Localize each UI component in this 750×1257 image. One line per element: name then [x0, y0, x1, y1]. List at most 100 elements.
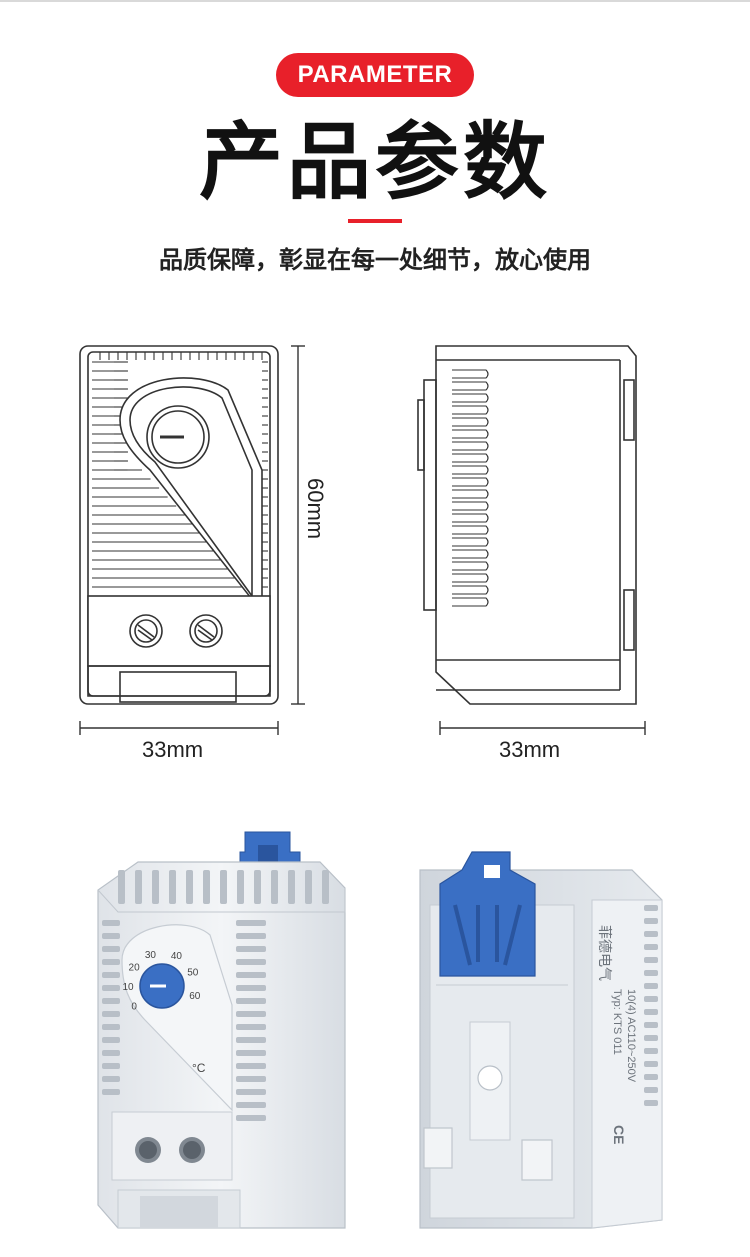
fin-shape	[452, 489, 489, 499]
front-width-dimension-line	[79, 721, 279, 735]
parameter-badge: PARAMETER	[276, 53, 474, 97]
fin-shape	[452, 537, 489, 547]
vent-slot	[644, 957, 658, 963]
vent-slot	[288, 870, 295, 904]
vent-slot	[644, 1100, 658, 1106]
vent-slot	[644, 1074, 658, 1080]
vent-slot	[102, 920, 120, 926]
vent-slot	[102, 1011, 120, 1017]
back-product-photo: 菲德电气 Typ: KTS 011 10(4) AC110~250V CE	[419, 851, 663, 1229]
vent-slot	[254, 870, 261, 904]
fin-shape	[452, 465, 489, 475]
vent-slot	[644, 918, 658, 924]
fin-shape	[452, 585, 489, 595]
front-view-drawing	[79, 345, 279, 705]
title-underline	[348, 219, 402, 223]
page-subtitle: 品质保障，彰显在每一处细节，放心使用	[159, 246, 591, 274]
vent-slot	[236, 1102, 266, 1108]
vent-slot	[102, 959, 120, 965]
vent-slot	[135, 870, 142, 904]
fin-shape	[452, 381, 489, 391]
vent-slot	[236, 1076, 266, 1082]
vent-slot	[305, 870, 312, 904]
vent-slot	[220, 870, 227, 904]
vent-slot	[102, 946, 120, 952]
vent-slot	[102, 1037, 120, 1043]
fin-shape	[452, 417, 489, 427]
height-dimension-line	[291, 345, 305, 705]
rating-print: 10(4) AC110~250V	[625, 989, 637, 1083]
vent-slot	[236, 1037, 266, 1043]
vent-slot	[644, 1087, 658, 1093]
vent-slot	[236, 1115, 266, 1121]
height-label: 60mm	[303, 478, 328, 540]
vent-slot	[236, 985, 266, 991]
fin-shape	[452, 441, 489, 451]
vent-slot	[118, 870, 125, 904]
vent-slot	[644, 905, 658, 911]
vent-slot	[102, 1063, 120, 1069]
vent-slot	[236, 959, 266, 965]
front-width-label: 33mm	[142, 737, 204, 762]
vent-slot	[644, 970, 658, 976]
vent-slot	[237, 870, 244, 904]
vent-slot	[152, 870, 159, 904]
vent-slot	[102, 972, 120, 978]
vent-slot	[102, 1089, 120, 1095]
fin-shape	[452, 597, 489, 607]
vent-slot	[186, 870, 193, 904]
vent-slot	[102, 1050, 120, 1056]
vent-slot	[644, 931, 658, 937]
vent-slot	[236, 1024, 266, 1030]
dial-tick-label: 10	[122, 982, 134, 993]
fin-shape	[452, 393, 489, 403]
dial-tick-label: 0	[131, 1002, 137, 1013]
dial-tick-label: 60	[189, 991, 201, 1002]
dial-tick-label: 20	[129, 963, 141, 974]
vent-slot	[644, 1022, 658, 1028]
vent-slot	[644, 983, 658, 989]
vent-slot	[271, 870, 278, 904]
vent-slot	[236, 998, 266, 1004]
side-view-drawing	[417, 345, 637, 705]
vent-slot	[203, 870, 210, 904]
fin-shape	[452, 573, 489, 583]
vent-slot	[644, 944, 658, 950]
fin-shape	[452, 369, 489, 379]
vent-slot	[236, 1050, 266, 1056]
vent-slot	[236, 1063, 266, 1069]
model-print: Typ: KTS 011	[611, 989, 623, 1055]
brand-print: 菲德电气	[597, 925, 613, 981]
dial-tick-label: 40	[171, 951, 183, 962]
fin-shape	[452, 513, 489, 523]
vent-slot	[169, 870, 176, 904]
vent-slot	[236, 1089, 266, 1095]
vent-slot	[644, 996, 658, 1002]
vent-slot	[644, 1035, 658, 1041]
dial-tick-label: 50	[187, 968, 199, 979]
unit-label: °C	[192, 1061, 206, 1075]
page-title: 产品参数	[198, 113, 551, 211]
vent-slot	[236, 972, 266, 978]
top-divider	[0, 0, 750, 2]
vent-slot	[102, 1076, 120, 1082]
vent-slot	[102, 1024, 120, 1030]
fin-shape	[452, 477, 489, 487]
vent-slot	[236, 933, 266, 939]
vent-slot	[322, 870, 329, 904]
fin-shape	[452, 453, 489, 463]
fin-shape	[452, 429, 489, 439]
vent-slot	[644, 1061, 658, 1067]
vent-slot	[236, 920, 266, 926]
fin-shape	[452, 405, 489, 415]
vent-slot	[644, 1048, 658, 1054]
vent-slot	[236, 1011, 266, 1017]
fin-shape	[452, 561, 489, 571]
vent-slot	[236, 946, 266, 952]
vent-slot	[102, 933, 120, 939]
fin-shape	[452, 525, 489, 535]
fin-shape	[452, 501, 489, 511]
fin-shape	[452, 549, 489, 559]
